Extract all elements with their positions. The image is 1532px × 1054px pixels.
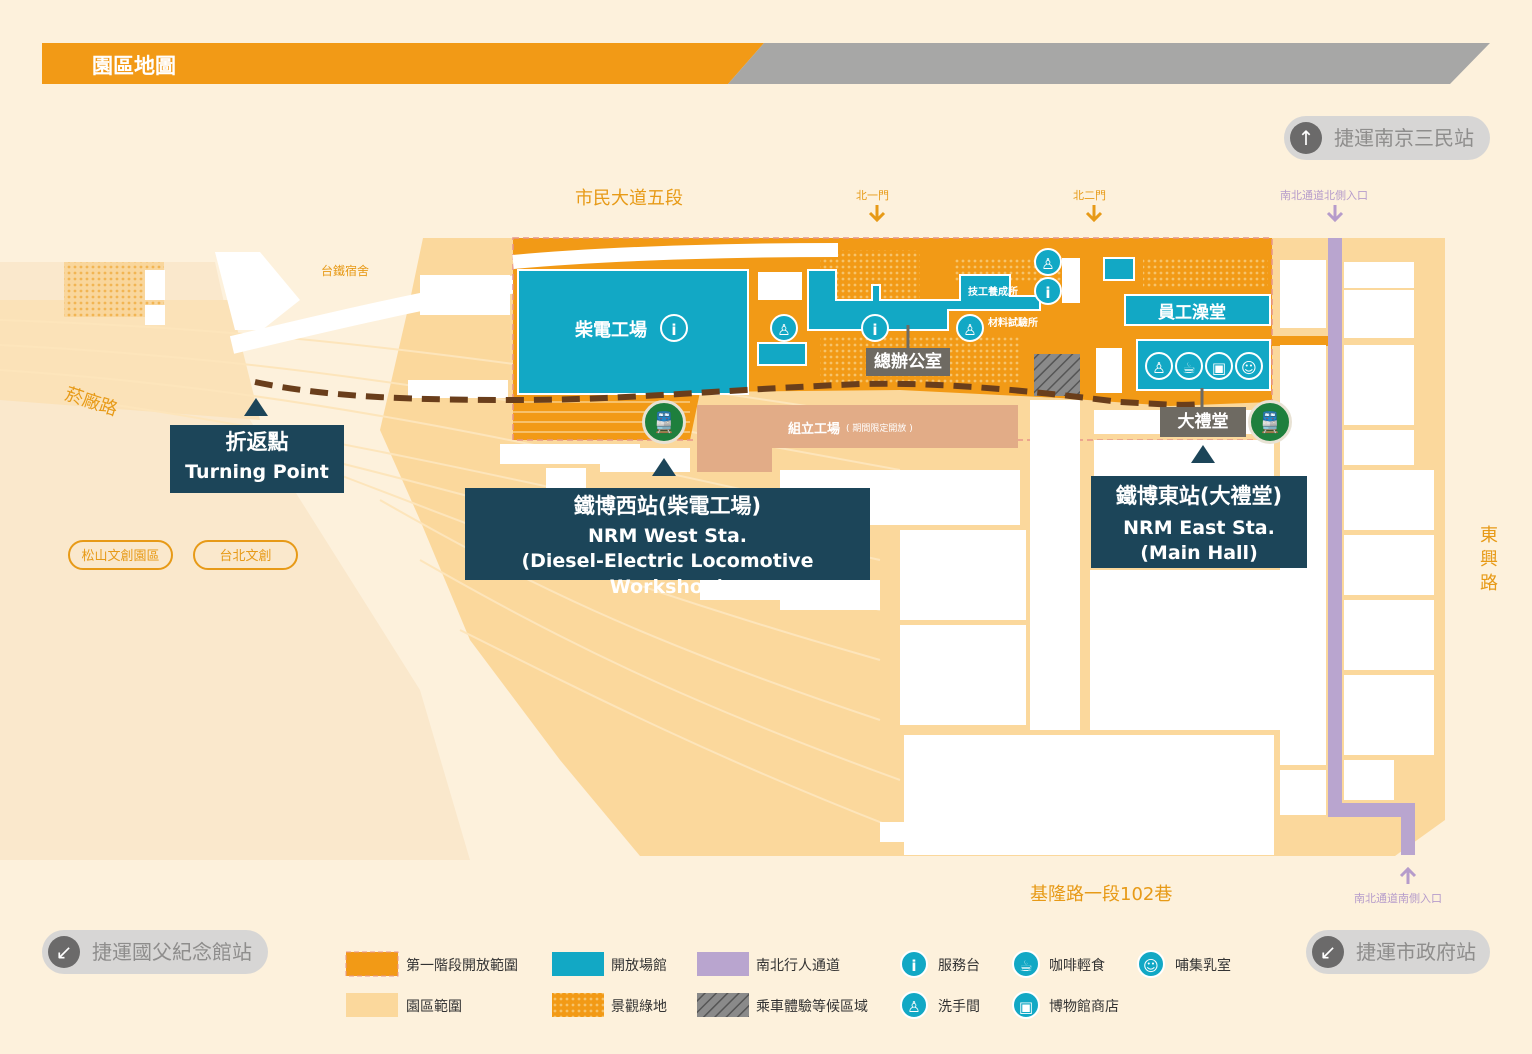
north-south-passage (1328, 238, 1415, 855)
mrt-sun-yat-sen-memorial[interactable]: ↙ 捷運國父紀念館站 (42, 930, 268, 974)
diesel-workshop-building (517, 269, 749, 395)
train-icon-west: 🚆 (642, 400, 686, 444)
street-dongxing: 東興路 (1480, 525, 1498, 594)
east-station-zh: 鐵博東站(大禮堂) (1115, 484, 1283, 508)
label-assembly-workshop: 組立工場 (788, 422, 841, 437)
label-assembly-note: ( 期間限定開放 ) (846, 424, 913, 434)
legend-shop: 博物館商店 (1049, 999, 1119, 1015)
station-turning-point[interactable]: 折返點 Turning Point (170, 425, 344, 493)
legend-nursing-room: 哺集乳室 (1175, 958, 1231, 974)
mrt-nanjing-sanmin[interactable]: ↑ 捷運南京三民站 (1284, 116, 1490, 160)
shop-icon: ▣ (1012, 991, 1040, 1019)
restroom-icon: ♙ (900, 991, 928, 1019)
arrow-up-icon: ↑ (1290, 122, 1322, 154)
west-area (0, 262, 470, 860)
gate-north-2: 北二門 (1073, 189, 1106, 202)
legend-park-extent: 園區範圍 (406, 999, 462, 1015)
nursing-room-icon: ☺ (1137, 950, 1165, 978)
ride-waiting-area (1034, 354, 1080, 396)
legend-ride-waiting: 乘車體驗等候區域 (756, 999, 868, 1015)
legend-passage: 南北行人通道 (756, 958, 840, 974)
street-civic-blvd: 市民大道五段 (575, 188, 683, 209)
label-bathhouse: 員工澡堂 (1158, 303, 1226, 323)
west-station-en: NRM West Sta. (587, 525, 748, 547)
east-station-en: NRM East Sta. (1123, 517, 1275, 539)
restroom-icon: ♙ (1034, 248, 1062, 276)
restroom-icon: ♙ (956, 314, 984, 342)
label-general-office: 總辦公室 (866, 348, 950, 376)
assembly-workshop (697, 405, 1018, 472)
west-station-en-sub: (Diesel-Electric Locomotive Workshop) (521, 550, 814, 598)
shop-icon: ▣ (1205, 352, 1233, 380)
street-keelung: 基隆路一段102巷 (1030, 884, 1173, 905)
info-icon: i (1034, 277, 1062, 305)
marker-turning-point (244, 398, 268, 416)
page-title: 園區地圖 (92, 54, 176, 78)
cafe-icon: ☕ (1012, 950, 1040, 978)
header-bar-orange (42, 43, 764, 84)
legend-restroom: 洗手間 (938, 999, 980, 1015)
restroom-icon: ♙ (770, 314, 798, 342)
info-icon: i (660, 314, 688, 342)
label-technician-training: 技工養成所 (968, 287, 1018, 298)
info-icon: i (900, 950, 928, 978)
station-nrm-west[interactable]: 鐵博西站(柴電工場) NRM West Sta. (Diesel-Electri… (465, 488, 870, 598)
info-icon: i (861, 314, 889, 342)
bathhouse-building (1124, 294, 1271, 326)
office-building (807, 269, 1041, 331)
legend-open-venue: 開放場館 (611, 958, 667, 974)
arrow-down-left-icon: ↙ (1312, 936, 1344, 968)
marker-west-station (652, 458, 676, 476)
label-material-lab: 材料試驗所 (988, 318, 1038, 329)
turning-point-zh: 折返點 (225, 430, 289, 454)
station-nrm-east[interactable]: 鐵博東站(大禮堂) NRM East Sta. (Main Hall) (1091, 476, 1307, 568)
mrt-taipei-city-hall[interactable]: ↙ 捷運市政府站 (1306, 930, 1490, 974)
gate-north-1: 北一門 (856, 189, 889, 202)
nursing-room-icon: ☺ (1235, 352, 1263, 380)
label-diesel-workshop: 柴電工場 (575, 320, 647, 341)
passage-arrows (1326, 205, 1417, 884)
legend-cafe: 咖啡輕食 (1049, 958, 1105, 974)
turning-point-en: Turning Point (185, 461, 329, 483)
marker-east-station (1191, 445, 1215, 463)
label-songshan-cultural-park: 松山文創園區 (68, 540, 173, 570)
passage-south-entrance: 南北通道南側入口 (1354, 892, 1442, 905)
cafe-icon: ☕ (1175, 352, 1203, 380)
arrow-down-left-icon: ↙ (48, 936, 80, 968)
restroom-icon: ♙ (1145, 352, 1173, 380)
header-bar-grey (728, 43, 1490, 84)
label-tr-dormitory: 台鐵宿舍 (321, 264, 370, 278)
label-taipei-cultural: 台北文創 (193, 540, 298, 570)
train-icon-east: 🚆 (1248, 400, 1292, 444)
legend-phase-one: 第一階段開放範圍 (406, 958, 518, 974)
legend-service-desk: 服務台 (938, 958, 980, 974)
gate-arrows (868, 205, 1103, 223)
passage-north-entrance: 南北通道北側入口 (1280, 189, 1368, 202)
legend-green-space: 景觀綠地 (611, 999, 667, 1015)
label-main-hall: 大禮堂 (1160, 407, 1246, 437)
west-track-band (0, 300, 260, 420)
east-station-en-sub: (Main Hall) (1140, 542, 1258, 564)
west-station-zh: 鐵博西站(柴電工場) (573, 494, 762, 518)
